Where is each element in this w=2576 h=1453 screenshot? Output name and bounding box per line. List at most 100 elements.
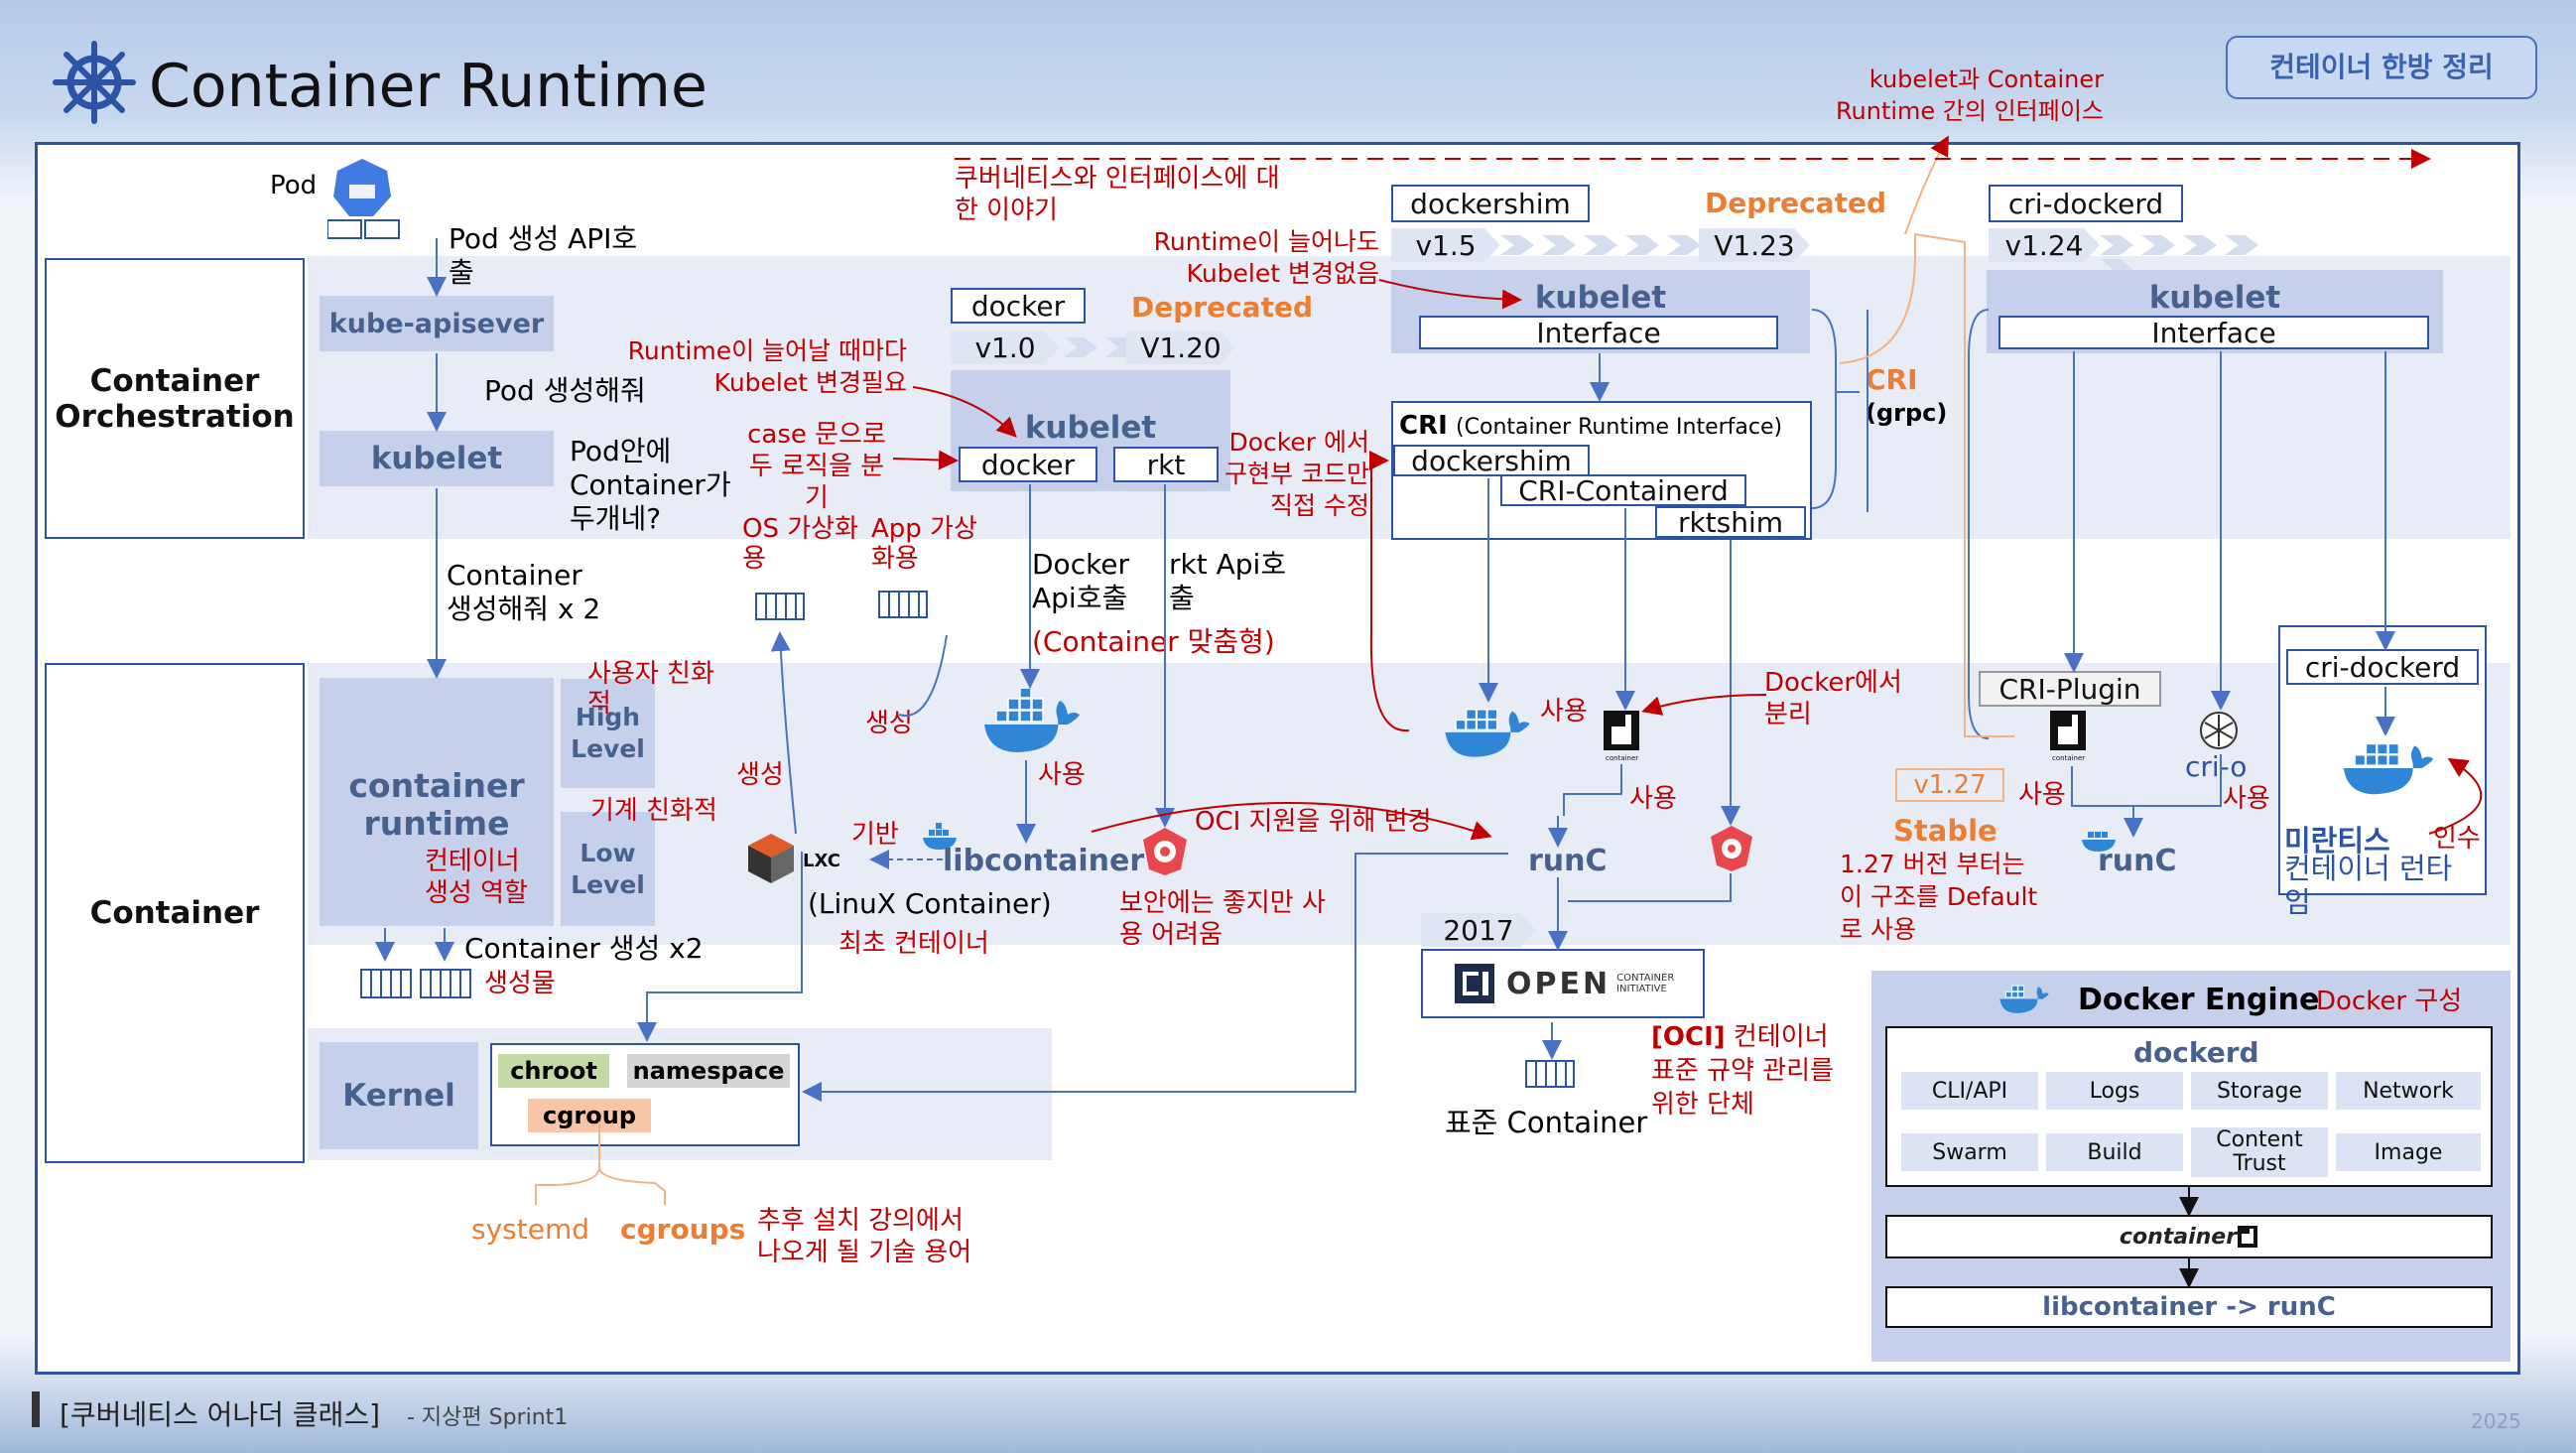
note-os-virt: OS 가상화용: [742, 514, 858, 574]
rkt-icon: [1139, 826, 1191, 877]
dockershim-version-label: dockershim: [1391, 185, 1590, 222]
runc-label-1[interactable]: runC: [1528, 844, 1608, 878]
kubelet-stage2-label: kubelet: [1534, 280, 1667, 316]
note-product: 생성물: [484, 969, 556, 998]
chev-v1-23-label: V1.23: [1714, 228, 1795, 262]
kubelet-box-left[interactable]: kubelet: [320, 431, 554, 486]
series-badge-label: 컨테이너 한방 정리: [2269, 51, 2494, 83]
libcontainer-label[interactable]: libcontainer: [943, 844, 1145, 878]
chev-v1-24: v1.24: [1989, 228, 2100, 262]
std-container-label: 표준 Container: [1445, 1106, 1648, 1139]
cri-o-icon: [2197, 709, 2241, 752]
docker-whale-icon-2: [1443, 701, 1532, 762]
kubelet-stage1-label: kubelet: [1024, 410, 1157, 446]
docker-version-text: docker: [970, 289, 1066, 323]
high-level-label: High Level: [571, 703, 645, 763]
chev-v1-24-label: v1.24: [2004, 228, 2084, 262]
runc-label-2[interactable]: runC: [2098, 844, 2177, 878]
cri-box-title-bold: CRI: [1399, 411, 1448, 441]
cri-o-label[interactable]: cri-o: [2185, 750, 2248, 783]
containerd-bar-label: container: [2119, 1224, 2238, 1250]
footer-bar-mark: [32, 1391, 40, 1427]
docker-version-label: docker: [951, 288, 1086, 324]
note-make-x2: Container 생성해줘 x 2: [447, 559, 601, 625]
note-k8s-interface: 쿠버네티스와 인터페이스에 대한 이야기: [955, 164, 1280, 225]
layer-orchestration-label: Container Orchestration: [55, 362, 295, 435]
chev-2017-label: 2017: [1443, 913, 1514, 947]
docker-whale-icon-3: [2342, 734, 2435, 800]
note-machine-friendly: 기계 친화적: [590, 796, 717, 826]
namespace-label: namespace: [632, 1057, 785, 1085]
cri-containerd-box[interactable]: CRI-Containerd: [1500, 474, 1746, 507]
note-use-4: 사용: [2018, 780, 2066, 810]
chev-2017: 2017: [1421, 913, 1536, 947]
cri-plugin-label: CRI-Plugin: [1998, 672, 2141, 706]
kubelet-docker-box[interactable]: docker: [959, 447, 1097, 482]
chev-v1-5: v1.5: [1391, 228, 1500, 262]
note-use-1: 사용: [1038, 760, 1086, 790]
kernel-box: Kernel: [320, 1042, 478, 1149]
deprecated-2: Deprecated: [1705, 187, 1886, 219]
lxc-fullname: (LinuX Container): [808, 887, 1052, 920]
chev-v1-23: V1.23: [1699, 228, 1810, 262]
note-create-2: 생성: [736, 760, 784, 790]
pod-label: Pod: [270, 171, 318, 200]
kubelet-left-label: kubelet: [370, 441, 503, 476]
chev-arrows-2: [1500, 235, 1709, 255]
note-based: 기반: [851, 820, 899, 850]
cri-rktshim-box[interactable]: rktshim: [1655, 506, 1806, 539]
kubelet-rkt-box[interactable]: rkt: [1113, 447, 1219, 482]
libcontainer-bar-label: libcontainer -> runC: [2042, 1292, 2336, 1322]
grpc-label: (grpc): [1866, 399, 1948, 427]
container-band: [308, 663, 2511, 945]
rkt-icon-2: [1707, 824, 1756, 873]
containerd-bar: container: [1885, 1215, 2493, 1258]
cri-dockerd-version-label: cri-dockerd: [1989, 185, 2183, 222]
note-create-role: 컨테이너 생성 역할: [425, 847, 528, 908]
note-docker-code: Docker 에서 구현부 코드만 직접 수정: [1224, 428, 1369, 520]
namespace-tag: namespace: [627, 1054, 790, 1088]
kubelet-stage2-interface: Interface: [1419, 316, 1778, 349]
containerd-icon-2: container: [2048, 709, 2088, 764]
std-container-icon: [1524, 1058, 1576, 1090]
svg-text:container: container: [1606, 754, 1638, 762]
cgroup-tag: cgroup: [528, 1099, 651, 1132]
note-oci-desc-rest: 컨테이너 표준 규약 관리를 위한 단체: [1651, 1022, 1834, 1120]
note-created-x2: Container 생성 x2: [464, 932, 704, 965]
oci-logo-subtext: CONTAINER INITIATIVE: [1616, 973, 1675, 994]
oci-logo-text: OPEN: [1506, 966, 1611, 1001]
high-level-box: High Level: [561, 679, 655, 788]
docker-engine-whale-icon: [1998, 981, 2050, 1016]
chev-v1-20: V1.20: [1126, 330, 1235, 364]
mirantis-label: 미란티스: [2284, 824, 2390, 858]
oci-logo: OPEN CONTAINER INITIATIVE: [1421, 949, 1705, 1018]
engine-cell-cli: CLI/API: [1901, 1072, 2038, 1110]
containerd-bar-icon: [2238, 1226, 2258, 1248]
note-default: 1.27 버전 부터는 이 구조를 Default로 사용: [1840, 850, 2038, 944]
cri-dockerd-box[interactable]: cri-dockerd: [2286, 649, 2479, 685]
kube-apiserver-label: kube-apisever: [328, 308, 545, 339]
note-pod-make: Pod 생성해줘: [484, 374, 646, 407]
cri-dockershim-box[interactable]: dockershim: [1393, 445, 1590, 477]
low-level-box: Low Level: [561, 812, 655, 926]
kube-apiserver-box[interactable]: kube-apisever: [320, 296, 554, 351]
note-later-course: 추후 설치 강의에서 나오게 될 기술 용어: [757, 1206, 972, 1267]
os-container-icon: [754, 592, 806, 621]
stable-version-label: v1.27: [1913, 770, 1987, 800]
note-oci-desc: [OCI] 컨테이너 표준 규약 관리를 위한 단체: [1651, 1020, 1846, 1122]
low-level-label: Low Level: [571, 838, 645, 899]
note-first-container: 최초 컨테이너: [838, 929, 989, 959]
systemd-label: systemd: [471, 1213, 589, 1246]
mirantis-desc: 컨테이너 런타임: [2284, 852, 2453, 919]
chev-v1-0: v1.0: [951, 330, 1060, 364]
footer-left: [쿠버네티스 어나더 클래스]: [60, 1398, 381, 1431]
engine-cell-logs: Logs: [2046, 1072, 2183, 1110]
note-docker-api: Docker Api호출: [1032, 548, 1130, 614]
note-use-5: 사용: [2223, 784, 2270, 814]
note-docker-split: Docker에서 분리: [1764, 668, 1902, 729]
note-container-custom: (Container 맞춤형): [1032, 625, 1275, 658]
helm-logo-icon: [50, 38, 139, 127]
container-runtime-box[interactable]: container runtime: [320, 678, 554, 926]
dockershim-version-text: dockershim: [1410, 187, 1571, 220]
note-two-containers: Pod안에 Container가 두개네?: [570, 435, 731, 535]
